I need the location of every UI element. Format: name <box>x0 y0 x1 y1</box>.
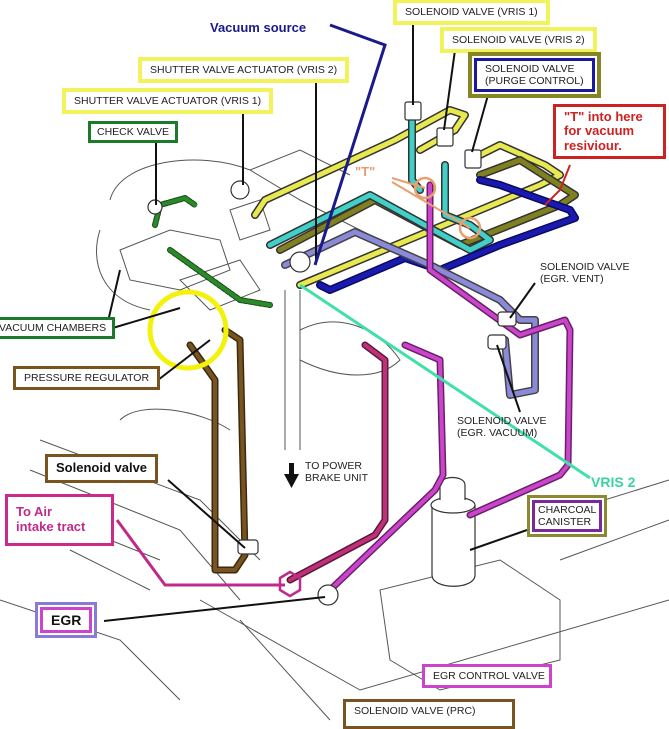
charcoal-line1: CHARCOAL <box>538 504 597 516</box>
down-arrow-icon <box>284 463 299 488</box>
solenoid-egr-vacuum-label: SOLENOID VALVE (EGR. VACUUM) <box>457 415 546 439</box>
vris2-hose-label: VRIS 2 <box>591 474 636 490</box>
to-air-intake-leader <box>115 519 285 587</box>
vacuum-source-label: Vacuum source <box>210 20 307 35</box>
egr-label: EGR <box>35 602 98 639</box>
solenoid-valve-label: Solenoid valve <box>45 454 159 483</box>
t-junction-marker-1 <box>413 176 437 200</box>
leader-lines <box>103 22 536 622</box>
hose-egr-vacuum <box>426 181 574 519</box>
solenoid-egr-vent-label: SOLENOID VALVE (EGR. VENT) <box>540 261 629 285</box>
t-junction-marker-2 <box>458 216 482 240</box>
t-note-leader <box>544 164 571 206</box>
solenoid-purge-line1: SOLENOID VALVE <box>485 63 575 75</box>
egr-label-text: EGR <box>40 607 93 634</box>
pressure-regulator-highlight <box>147 289 229 371</box>
t-marker-label: "T" <box>355 164 376 179</box>
vris2-leader <box>299 283 591 480</box>
to-power-brake-line1: TO POWER <box>305 460 362 472</box>
charcoal-canister-label: CHARCOAL CANISTER <box>527 495 608 538</box>
solenoid-purge-label: SOLENOID VALVE (PURGE CONTROL) <box>468 52 601 99</box>
egr-control-valve-label: EGR CONTROL VALVE <box>422 664 552 689</box>
check-valve-label: CHECK VALVE <box>88 121 178 144</box>
to-air-intake-label: To Air intake tract <box>5 494 114 546</box>
to-air-intake-line2: intake tract <box>16 518 86 534</box>
solenoid-purge-line2: (PURGE CONTROL) <box>485 75 584 88</box>
solenoid-egr-vacuum-line2: (EGR. VACUUM) <box>457 427 538 440</box>
t-note-label: "T" into here for vacuum resiviour. <box>553 104 666 159</box>
solenoid-vris2-label: SOLENOID VALVE (VRIS 2) <box>440 27 597 54</box>
vacuum-source-leader <box>313 23 387 266</box>
shutter-vris2-label: SHUTTER VALVE ACTUATOR (VRIS 2) <box>138 57 350 84</box>
solenoid-egr-vent-line1: SOLENOID VALVE <box>540 261 630 273</box>
shutter-vris1-label: SHUTTER VALVE ACTUATOR (VRIS 1) <box>62 88 274 115</box>
solenoid-egr-vent-line2: (EGR. VENT) <box>540 273 604 286</box>
solenoid-prc-label: SOLENOID VALVE (PRC) <box>343 699 515 729</box>
pressure-regulator-label: PRESSURE REGULATOR <box>13 366 161 391</box>
charcoal-canister-shape <box>430 476 476 587</box>
intake-highlight <box>278 570 302 598</box>
to-power-brake-label: TO POWER BRAKE UNIT <box>305 460 368 484</box>
to-air-intake-line1: To Air <box>16 504 53 519</box>
vacuum-chambers-label: VACUUM CHAMBERS <box>0 317 116 340</box>
solenoid-egr-vacuum-line1: SOLENOID VALVE <box>457 415 547 427</box>
to-power-brake-line2: BRAKE UNIT <box>305 472 369 485</box>
t-leader <box>391 177 471 229</box>
solenoid-vris1-label: SOLENOID VALVE (VRIS 1) <box>393 0 550 26</box>
charcoal-line2: CANISTER <box>538 516 592 529</box>
